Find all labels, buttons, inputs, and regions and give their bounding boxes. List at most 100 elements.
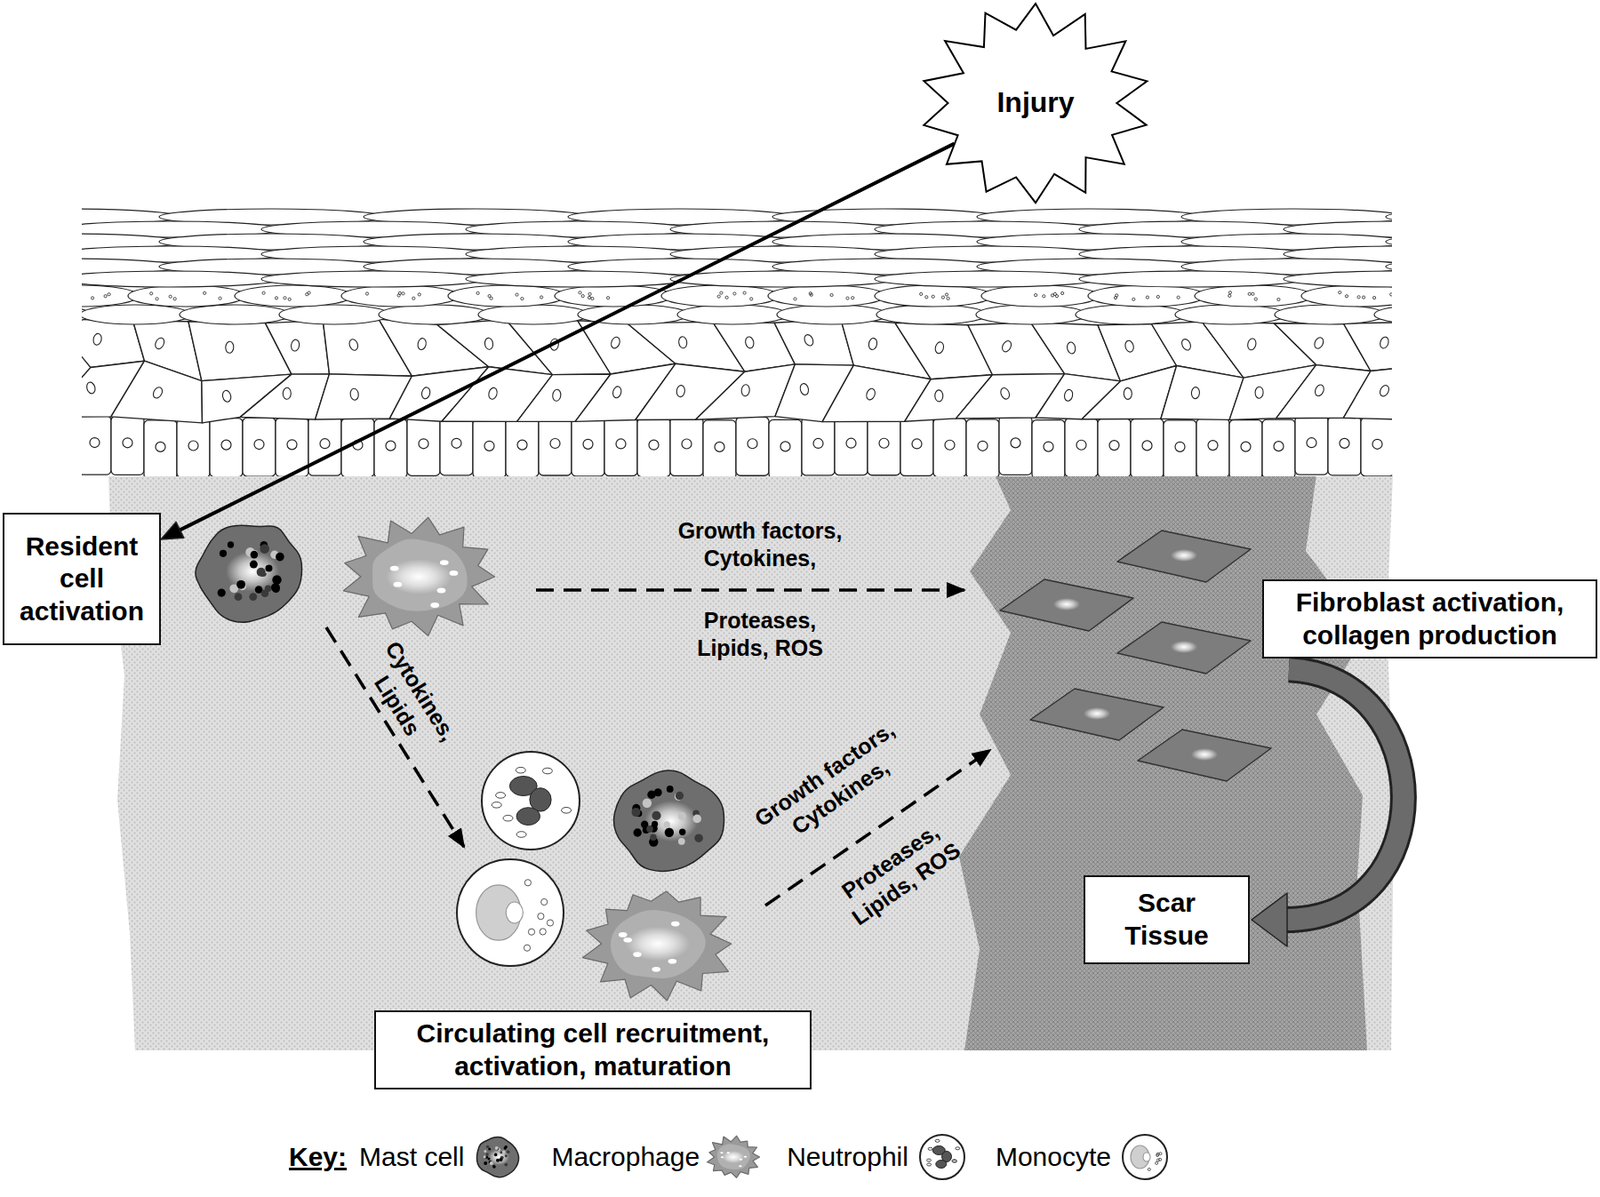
cell-nucleus <box>550 438 560 448</box>
cell-nucleus <box>420 386 432 400</box>
granule <box>1042 295 1046 298</box>
macrophage-body <box>707 1136 760 1178</box>
granular-cell <box>1175 304 1286 325</box>
granule <box>642 799 652 808</box>
cell-nucleus <box>977 440 988 451</box>
neutrophil-body <box>920 1135 965 1180</box>
granule <box>305 293 309 296</box>
granule <box>927 1163 932 1167</box>
granule <box>262 291 265 295</box>
cell-nucleus <box>484 337 495 351</box>
cell-nucleus <box>416 337 428 352</box>
epidermis <box>81 208 1392 477</box>
cell-nucleus <box>934 341 945 355</box>
granule <box>528 928 535 936</box>
granule <box>203 291 207 295</box>
granule <box>539 928 546 936</box>
granule <box>733 292 736 296</box>
vesicle <box>727 1152 730 1154</box>
nucleus-notch <box>1143 1152 1151 1162</box>
vesicle <box>671 921 680 928</box>
granule <box>397 294 400 297</box>
vesicle <box>437 588 447 594</box>
granule <box>931 295 935 298</box>
vesicle <box>440 560 449 566</box>
granule <box>500 1151 504 1154</box>
basal-cell <box>933 418 967 477</box>
granular-cell <box>1075 304 1186 325</box>
granule <box>496 1159 500 1163</box>
cell-nucleus <box>681 439 692 449</box>
granule <box>647 791 656 800</box>
corneum-cell <box>874 271 1099 288</box>
corneum-cell <box>1283 271 1392 288</box>
cell-glow <box>1083 707 1111 720</box>
cell-glow <box>1191 748 1218 761</box>
cell-nucleus <box>879 438 889 448</box>
basal-cell <box>670 416 704 476</box>
scar-region <box>959 474 1368 1051</box>
macrophage-inner <box>717 1144 751 1170</box>
granule <box>809 293 813 296</box>
cell-nucleus <box>1313 384 1326 398</box>
cell-nucleus <box>1010 438 1021 448</box>
granule <box>1248 292 1251 296</box>
granule <box>607 296 610 300</box>
granular-cell <box>661 285 779 307</box>
corneum-cell <box>465 271 690 288</box>
label-box: Resident cell activation <box>2 512 161 646</box>
cell-nucleus <box>451 438 462 448</box>
cell-nucleus <box>221 440 232 450</box>
granule <box>483 1155 487 1159</box>
granule <box>516 832 527 839</box>
node-text: Resident cell activation <box>11 530 152 629</box>
basal-cell <box>407 416 440 476</box>
legend-text: Neutrophil <box>786 1142 909 1173</box>
granule <box>830 293 833 296</box>
cell-nucleus <box>1063 388 1074 402</box>
vesicle <box>651 967 661 973</box>
fibroblast <box>1030 688 1164 741</box>
arrowhead <box>1251 893 1288 947</box>
cell-nucleus <box>676 384 687 398</box>
granular-cell <box>981 285 1099 307</box>
granule <box>725 296 728 299</box>
granule <box>236 580 246 590</box>
granule <box>1145 296 1149 299</box>
cell-nucleus <box>89 438 100 448</box>
granule <box>694 833 704 843</box>
granule <box>581 295 584 298</box>
granule <box>499 1158 504 1162</box>
granule <box>250 551 259 560</box>
granule <box>649 834 656 841</box>
basal-cell <box>308 416 342 476</box>
granule <box>1055 295 1058 298</box>
granular-cell <box>677 304 788 325</box>
granule <box>491 802 502 809</box>
basal-cell <box>801 416 835 476</box>
basal-cell <box>1229 420 1263 477</box>
granule <box>524 880 531 887</box>
cell-nucleus <box>287 440 297 450</box>
cell-nucleus <box>1109 440 1120 451</box>
cell-nucleus <box>282 387 291 400</box>
connector-line <box>180 144 955 531</box>
granule <box>1338 291 1342 295</box>
granule <box>1156 1154 1160 1158</box>
cell-nucleus <box>1142 440 1152 451</box>
granule <box>248 592 257 601</box>
basal-cell <box>1097 418 1131 477</box>
cell-nucleus <box>1339 438 1350 448</box>
macrophage-inner <box>372 538 468 611</box>
vesicle <box>632 952 642 958</box>
granule <box>587 296 591 299</box>
granular-cell <box>876 304 987 325</box>
macrophage-body <box>582 891 731 1001</box>
cell-nucleus <box>935 390 944 402</box>
basal-cell <box>538 416 572 476</box>
cell-nucleus <box>609 336 622 350</box>
basal-cell <box>209 418 243 477</box>
granular-cell <box>179 304 290 325</box>
granule <box>173 297 176 301</box>
cell-nucleus <box>747 439 758 449</box>
